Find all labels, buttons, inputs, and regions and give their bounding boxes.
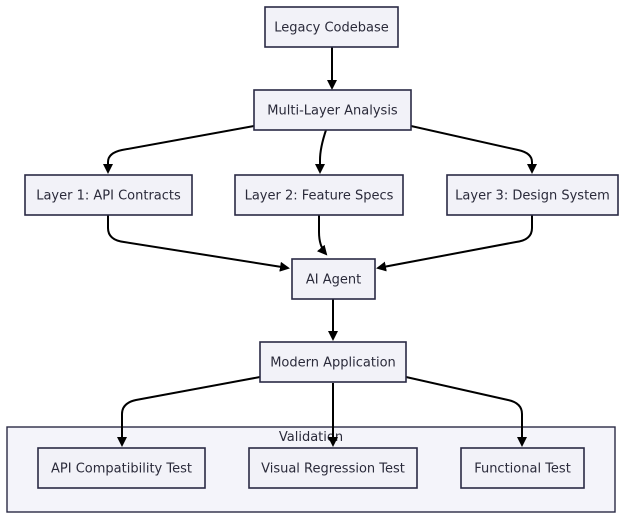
node-visual-regression-test: Visual Regression Test (248, 447, 418, 489)
edge-layer2-to-agent (316, 215, 328, 256)
node-modern-application-label: Modern Application (270, 356, 396, 371)
node-multi-layer-analysis-label: Multi-Layer Analysis (267, 104, 398, 119)
node-ai-agent: AI Agent (291, 258, 376, 300)
validation-cluster-label: Validation (279, 430, 343, 445)
edges (103, 47, 537, 447)
node-layer-1-api-contracts: Layer 1: API Contracts (24, 174, 193, 216)
node-multi-layer-analysis: Multi-Layer Analysis (253, 89, 412, 131)
node-ai-agent-label: AI Agent (306, 273, 361, 288)
edge-modern-to-api-test (117, 376, 261, 447)
node-functional-test-label: Functional Test (474, 462, 571, 477)
edge-analysis-to-layer3 (410, 125, 537, 174)
node-layer-3-label: Layer 3: Design System (455, 189, 610, 204)
node-layer-2-feature-specs: Layer 2: Feature Specs (234, 174, 404, 216)
node-api-compatibility-test: API Compatibility Test (37, 447, 206, 489)
edge-layer1-to-agent (107, 215, 290, 272)
node-layer-2-label: Layer 2: Feature Specs (245, 189, 394, 204)
edge-analysis-to-layer2 (315, 129, 327, 174)
node-visual-regression-test-label: Visual Regression Test (261, 462, 405, 477)
edge-analysis-to-layer1 (103, 125, 255, 174)
node-modern-application: Modern Application (259, 341, 407, 383)
node-functional-test: Functional Test (460, 447, 585, 489)
edge-layer3-to-agent (376, 215, 533, 272)
node-legacy-codebase: Legacy Codebase (264, 6, 399, 48)
node-legacy-codebase-label: Legacy Codebase (274, 21, 388, 36)
node-layer-1-label: Layer 1: API Contracts (36, 189, 181, 204)
node-api-compatibility-test-label: API Compatibility Test (51, 462, 192, 477)
edge-modern-to-functional-test (405, 376, 527, 447)
node-layer-3-design-system: Layer 3: Design System (446, 174, 619, 216)
